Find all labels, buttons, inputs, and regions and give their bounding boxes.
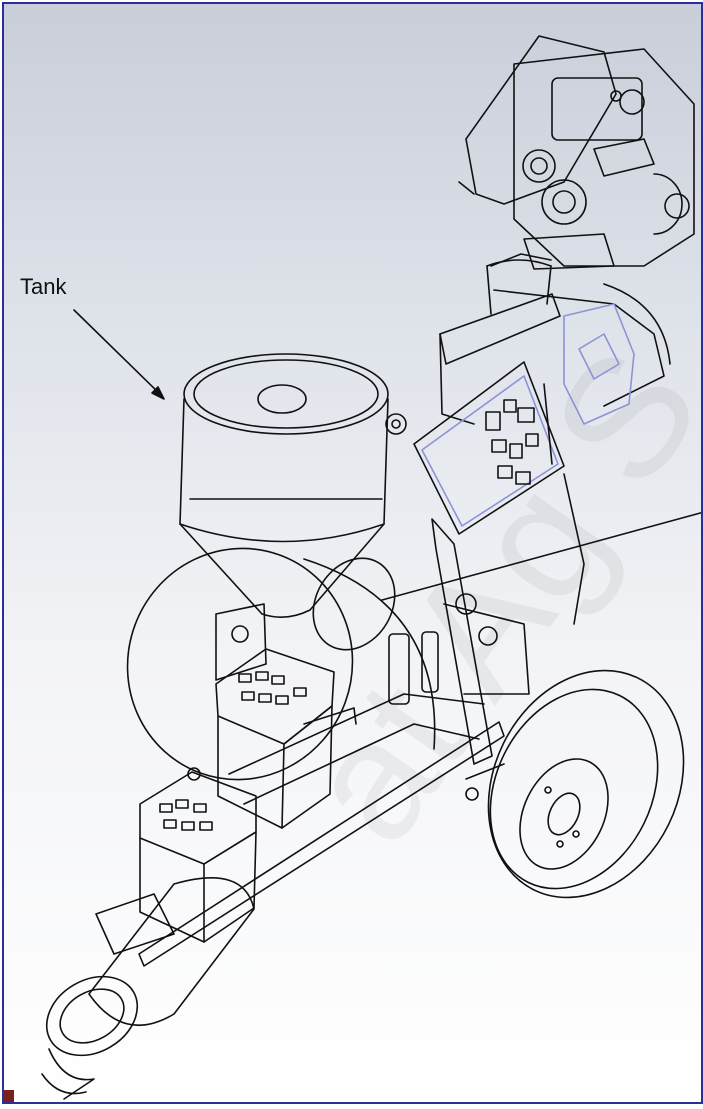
tank [179, 353, 407, 618]
control-box [563, 303, 635, 425]
auger [41, 877, 255, 1100]
hopper-box-lower [139, 767, 257, 943]
control-panel [413, 293, 585, 625]
leader-line [381, 511, 701, 601]
handle-frame [486, 253, 671, 407]
corner-mark [4, 1090, 14, 1102]
road-wheel [465, 669, 685, 899]
hopper-box-upper [215, 603, 335, 829]
tank-label: Tank [20, 274, 67, 299]
tank-arrow [73, 309, 165, 400]
engine [458, 35, 695, 270]
cad-drawing [41, 35, 701, 1100]
filters [388, 593, 530, 705]
chassis [138, 518, 505, 967]
